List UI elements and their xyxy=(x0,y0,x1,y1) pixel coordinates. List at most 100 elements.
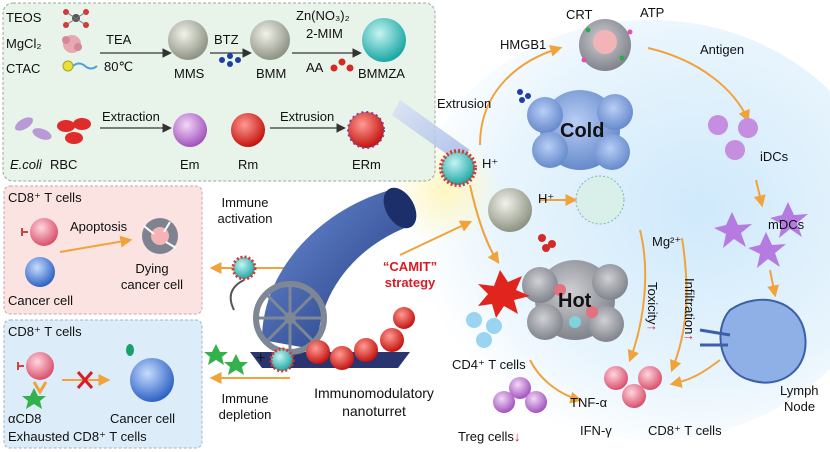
synthesis-panel xyxy=(2,2,436,182)
nanoturret-balls xyxy=(306,307,415,370)
immune-depletion-label-2: depletion xyxy=(218,407,272,422)
ecoli-label: E.coli xyxy=(10,157,42,172)
aa-dots-icon xyxy=(330,58,354,72)
mms-particle xyxy=(168,20,208,60)
btz-label: BTZ xyxy=(214,32,239,47)
nanoturret-label-2: nanoturret xyxy=(342,403,406,419)
depletion-antibody-icons xyxy=(204,344,248,375)
btz-dots-icon xyxy=(219,53,241,67)
mdcs-label: mDCs xyxy=(768,217,805,232)
antigen-label: Antigen xyxy=(700,42,745,57)
hmgb1-label: HMGB1 xyxy=(500,37,547,52)
arrow-lymph-cd8 xyxy=(669,359,721,388)
treg-label: Treg cells↓ xyxy=(458,429,521,444)
treg-cells xyxy=(493,377,547,413)
beam-arrow xyxy=(392,100,470,160)
activation-cd8-label: CD8⁺ T cells xyxy=(8,190,82,205)
lymph-label-2: Node xyxy=(784,399,816,414)
icd-cell xyxy=(579,19,633,71)
dying-label-1: Dying xyxy=(135,261,169,276)
teos-label: TEOS xyxy=(6,10,42,25)
nanoturret-label-1: Immunomodulatory xyxy=(314,385,434,401)
bmm-particle xyxy=(250,20,290,60)
mgcl2-label: MgCl₂ xyxy=(6,36,42,51)
cd8-cell-activation xyxy=(21,218,58,246)
temp-label: 80℃ xyxy=(104,59,134,74)
arrow-mdc-lymph xyxy=(767,269,780,298)
bmmza-label: BMMZA xyxy=(358,66,405,81)
red-drug-dots xyxy=(538,234,556,252)
mgcl2-crystal-icon xyxy=(62,35,82,53)
lymph-label-1: Lymph xyxy=(780,383,819,398)
arrow-cannon-shot xyxy=(399,220,473,256)
acd8-label: αCD8 xyxy=(8,411,42,426)
extrusion-label-center: Extrusion xyxy=(437,96,492,111)
hot-tumor xyxy=(522,260,628,342)
activation-panel xyxy=(3,185,203,315)
rbc-label: RBC xyxy=(50,157,78,172)
extrusion-label-membrane: Extrusion xyxy=(280,109,335,124)
mdc-cells xyxy=(714,202,808,268)
aa-label: AA xyxy=(306,60,324,75)
cd8-cell-exhausted xyxy=(17,352,54,395)
hmgb1-dots xyxy=(517,89,531,103)
bmm-label: BMM xyxy=(256,66,287,81)
immune-activation-label-1: Immune xyxy=(221,195,269,210)
cold-label: Cold xyxy=(560,120,605,142)
ctac-label: CTAC xyxy=(6,61,41,76)
arrow-extrusion-icd xyxy=(479,45,563,146)
cd8-cells-bottom xyxy=(604,366,662,408)
apoptosis-label: Apoptosis xyxy=(70,219,128,234)
toxicity-label: Toxicity↑ xyxy=(645,282,660,332)
em-vesicle xyxy=(173,113,207,147)
degraded-particle xyxy=(575,175,625,225)
treg-text: Treg cells xyxy=(458,429,514,444)
arrow-antigen xyxy=(647,47,750,123)
ifn-label: IFN-γ xyxy=(580,423,612,438)
exhausted-label: Exhausted CD8⁺ T cells xyxy=(8,429,147,444)
h-plus-label: H⁺ xyxy=(482,156,499,171)
extraction-label: Extraction xyxy=(102,109,160,124)
plus-label: + xyxy=(256,350,266,367)
rbc-icon xyxy=(57,118,91,144)
cd8-label-bottom: CD8⁺ T cells xyxy=(648,423,722,438)
porous-particle xyxy=(488,188,532,232)
mms-label: MMS xyxy=(174,66,205,81)
rm-vesicle xyxy=(231,113,265,147)
cold-tumor xyxy=(527,90,633,170)
crt-label: CRT xyxy=(566,7,593,22)
cross-icon xyxy=(76,371,94,389)
activation-cancer-cell-label: Cancer cell xyxy=(8,293,74,308)
cd4-label: CD4⁺ T cells xyxy=(452,357,526,372)
ecoli-icon xyxy=(14,117,52,140)
tnf-label: TNF-α xyxy=(570,395,608,410)
dying-label-2: cancer cell xyxy=(120,277,184,292)
cancer-cell xyxy=(25,257,55,287)
depletion-particle xyxy=(269,347,295,373)
em-label: Em xyxy=(180,157,200,172)
strategy-label: strategy xyxy=(384,275,436,290)
mg-label: Mg²⁺ xyxy=(652,234,682,249)
ctac-surfactant-icon xyxy=(62,60,98,72)
camit-label: “CAMIT” xyxy=(382,259,438,274)
erm-vesicle xyxy=(347,111,385,149)
tea-label: TEA xyxy=(106,32,132,47)
nanoturret-particle xyxy=(439,149,477,187)
teos-molecule-icon xyxy=(63,9,89,28)
infiltration-label: Infiltration↑ xyxy=(682,278,697,341)
atp-label: ATP xyxy=(640,5,665,20)
cancer-cell-exhausted xyxy=(130,358,174,402)
arrow-to-hot xyxy=(469,184,500,264)
h-plus-label-2: H⁺ xyxy=(538,191,555,206)
arrow-hot-cd8 xyxy=(529,359,583,404)
hot-label: Hot xyxy=(558,290,592,312)
infiltration-text: Infiltration xyxy=(682,278,697,335)
toxicity-text: Toxicity xyxy=(645,282,660,325)
rm-label: Rm xyxy=(238,157,259,172)
erm-label: ERm xyxy=(352,157,381,172)
cd4-cells xyxy=(466,312,502,348)
exhausted-cd8-label: CD8⁺ T cells xyxy=(8,324,82,339)
immune-activation-label-2: activation xyxy=(217,211,273,226)
